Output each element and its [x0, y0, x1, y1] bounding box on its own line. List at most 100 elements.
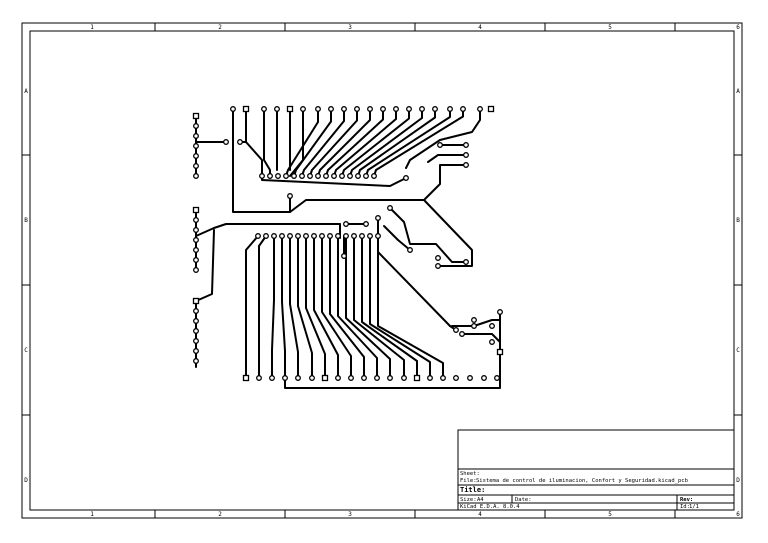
round-pad-58	[371, 173, 377, 179]
round-pad-82	[335, 233, 341, 239]
round-pad-34	[393, 106, 399, 112]
size-value: A4	[477, 497, 484, 503]
round-pad-51	[315, 173, 321, 179]
round-pad-85	[359, 233, 365, 239]
size-label: Size:	[460, 497, 477, 503]
round-pad-89	[256, 375, 262, 381]
trace-27	[427, 154, 467, 163]
round-pad-24	[261, 106, 267, 112]
round-pad-21	[223, 139, 229, 145]
row-label-left-c: C	[24, 347, 28, 354]
round-pad-18	[193, 338, 199, 344]
round-pad-2	[193, 133, 199, 139]
round-pad-84	[351, 233, 357, 239]
trace-33	[423, 199, 473, 267]
trace-48	[361, 235, 418, 379]
trace-12	[289, 108, 304, 177]
round-pad-63	[287, 193, 293, 199]
square-pad-26	[286, 105, 294, 113]
trace-55	[461, 333, 501, 343]
square-pad-14	[192, 297, 200, 305]
round-pad-43	[403, 175, 409, 181]
round-pad-42	[237, 139, 243, 145]
id-label: Id:	[680, 504, 690, 510]
square-pad-7	[192, 206, 200, 214]
round-pad-29	[328, 106, 334, 112]
trace-43	[321, 235, 352, 379]
round-pad-50	[307, 173, 313, 179]
round-pad-97	[361, 375, 367, 381]
col-label-top-1: 1	[90, 24, 94, 31]
title-block	[457, 429, 735, 511]
round-pad-17	[193, 328, 199, 334]
round-pad-6	[193, 173, 199, 179]
round-pad-73	[263, 233, 269, 239]
trace-32	[389, 207, 467, 263]
row-label-right-a: A	[736, 88, 740, 95]
round-pad-55	[347, 173, 353, 179]
col-label-top-3: 3	[348, 24, 352, 31]
round-pad-12	[193, 257, 199, 263]
round-pad-66	[375, 215, 381, 221]
col-label-top-4: 4	[478, 24, 482, 31]
round-pad-16	[193, 318, 199, 324]
round-pad-77	[295, 233, 301, 239]
round-pad-36	[419, 106, 425, 112]
trace-36	[258, 235, 267, 379]
trace-41	[305, 235, 326, 379]
round-pad-107	[494, 375, 500, 381]
round-pad-56	[355, 173, 361, 179]
round-pad-70	[435, 263, 441, 269]
row-label-left-b: B	[24, 217, 28, 224]
round-pad-44	[259, 173, 265, 179]
round-pad-75	[279, 233, 285, 239]
row-label-right-d: D	[736, 477, 740, 484]
round-pad-13	[193, 267, 199, 273]
round-pad-109	[497, 309, 503, 315]
round-pad-78	[303, 233, 309, 239]
round-pad-87	[375, 233, 381, 239]
round-pad-112	[471, 323, 477, 329]
id-value: 1/1	[689, 504, 699, 510]
round-pad-35	[406, 106, 412, 112]
round-pad-5	[193, 163, 199, 169]
round-pad-81	[327, 233, 333, 239]
round-pad-11	[193, 247, 199, 253]
file-name: Sistema de control de iluminacion, Confo…	[476, 478, 688, 484]
trace-17	[317, 108, 371, 177]
trace-40	[297, 235, 313, 379]
square-pad-94	[321, 374, 329, 382]
round-pad-100	[401, 375, 407, 381]
trace-4	[195, 223, 341, 237]
trace-38	[281, 235, 286, 379]
pcb-traces	[195, 108, 501, 389]
square-pad-101	[413, 374, 421, 382]
trace-21	[349, 108, 423, 177]
round-pad-108	[341, 253, 347, 259]
trace-15	[301, 108, 345, 177]
round-pad-47	[283, 173, 289, 179]
trace-20	[341, 108, 410, 177]
round-pad-54	[339, 173, 345, 179]
round-pad-61	[463, 162, 469, 168]
round-pad-96	[348, 375, 354, 381]
square-pad-88	[242, 374, 250, 382]
trace-54	[451, 319, 501, 327]
round-pad-48	[291, 173, 297, 179]
round-pad-3	[193, 143, 199, 149]
pcb-pads	[192, 105, 504, 382]
round-pad-67	[387, 205, 393, 211]
round-pad-83	[343, 233, 349, 239]
round-pad-104	[453, 375, 459, 381]
round-pad-105	[467, 375, 473, 381]
round-pad-39	[460, 106, 466, 112]
row-label-right-b: B	[736, 217, 740, 224]
round-pad-93	[309, 375, 315, 381]
col-label-bottom-4: 4	[478, 511, 482, 518]
trace-24	[373, 108, 464, 177]
col-label-top-6: 6	[736, 24, 740, 31]
file-label: File:	[460, 478, 477, 484]
trace-39	[289, 235, 299, 379]
trace-50	[377, 235, 444, 379]
